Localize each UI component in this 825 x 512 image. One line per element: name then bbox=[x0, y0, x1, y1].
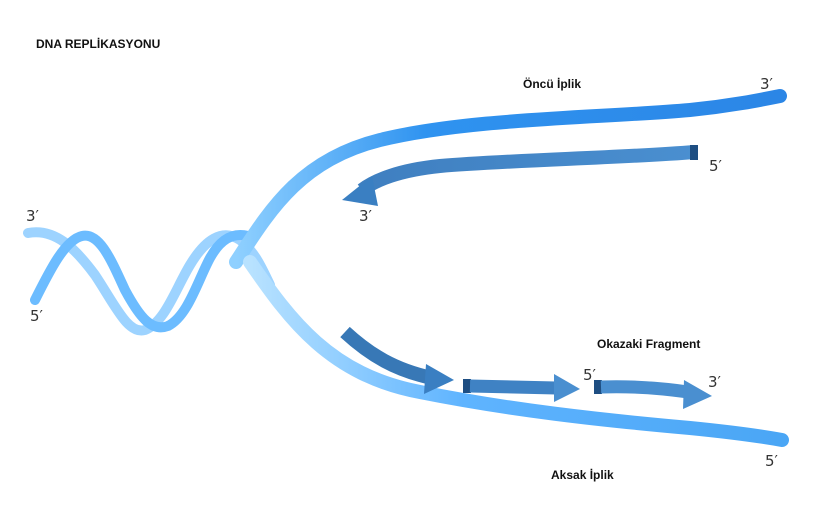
helix-3prime-label: 3′ bbox=[26, 207, 39, 225]
okazaki-fragment-3-cap bbox=[594, 380, 602, 394]
double-helix bbox=[23, 227, 275, 336]
okazaki-fragment-2-cap bbox=[463, 379, 471, 393]
leading-strand-label: Öncü İplik bbox=[523, 77, 582, 91]
top-parent-strand bbox=[229, 89, 787, 269]
bottom-right-5prime-label: 5′ bbox=[765, 452, 778, 470]
okazaki-arrowhead-3 bbox=[683, 380, 712, 409]
leading-arrowhead bbox=[342, 176, 378, 206]
okazaki-arrowhead-1 bbox=[424, 364, 454, 394]
okazaki-fragment-1 bbox=[340, 326, 434, 385]
lagging-strand-label: Aksak İplik bbox=[551, 468, 614, 482]
okazaki-arrowhead-2 bbox=[554, 374, 580, 402]
okazaki-fragment-3 bbox=[600, 380, 689, 399]
bottom-parent-strand bbox=[243, 255, 789, 447]
diagram-title: DNA REPLİKASYONU bbox=[36, 37, 161, 51]
okazaki-fragment-2 bbox=[469, 379, 557, 395]
okazaki-label: Okazaki Fragment bbox=[597, 337, 701, 351]
okazaki-5prime-label: 5′ bbox=[583, 366, 596, 384]
leading-new-3prime-label: 3′ bbox=[359, 207, 372, 225]
helix-5prime-label: 5′ bbox=[30, 307, 43, 325]
okazaki-fragments bbox=[340, 326, 712, 409]
helix-ribbon-front bbox=[30, 230, 253, 333]
okazaki-3prime-label: 3′ bbox=[708, 373, 721, 391]
leading-new-strand bbox=[342, 145, 698, 206]
leading-tip-cap bbox=[690, 145, 698, 160]
leading-new-strand-body bbox=[357, 145, 696, 196]
top-right-3prime-label: 3′ bbox=[760, 75, 773, 93]
leading-new-5prime-label: 5′ bbox=[709, 157, 722, 175]
